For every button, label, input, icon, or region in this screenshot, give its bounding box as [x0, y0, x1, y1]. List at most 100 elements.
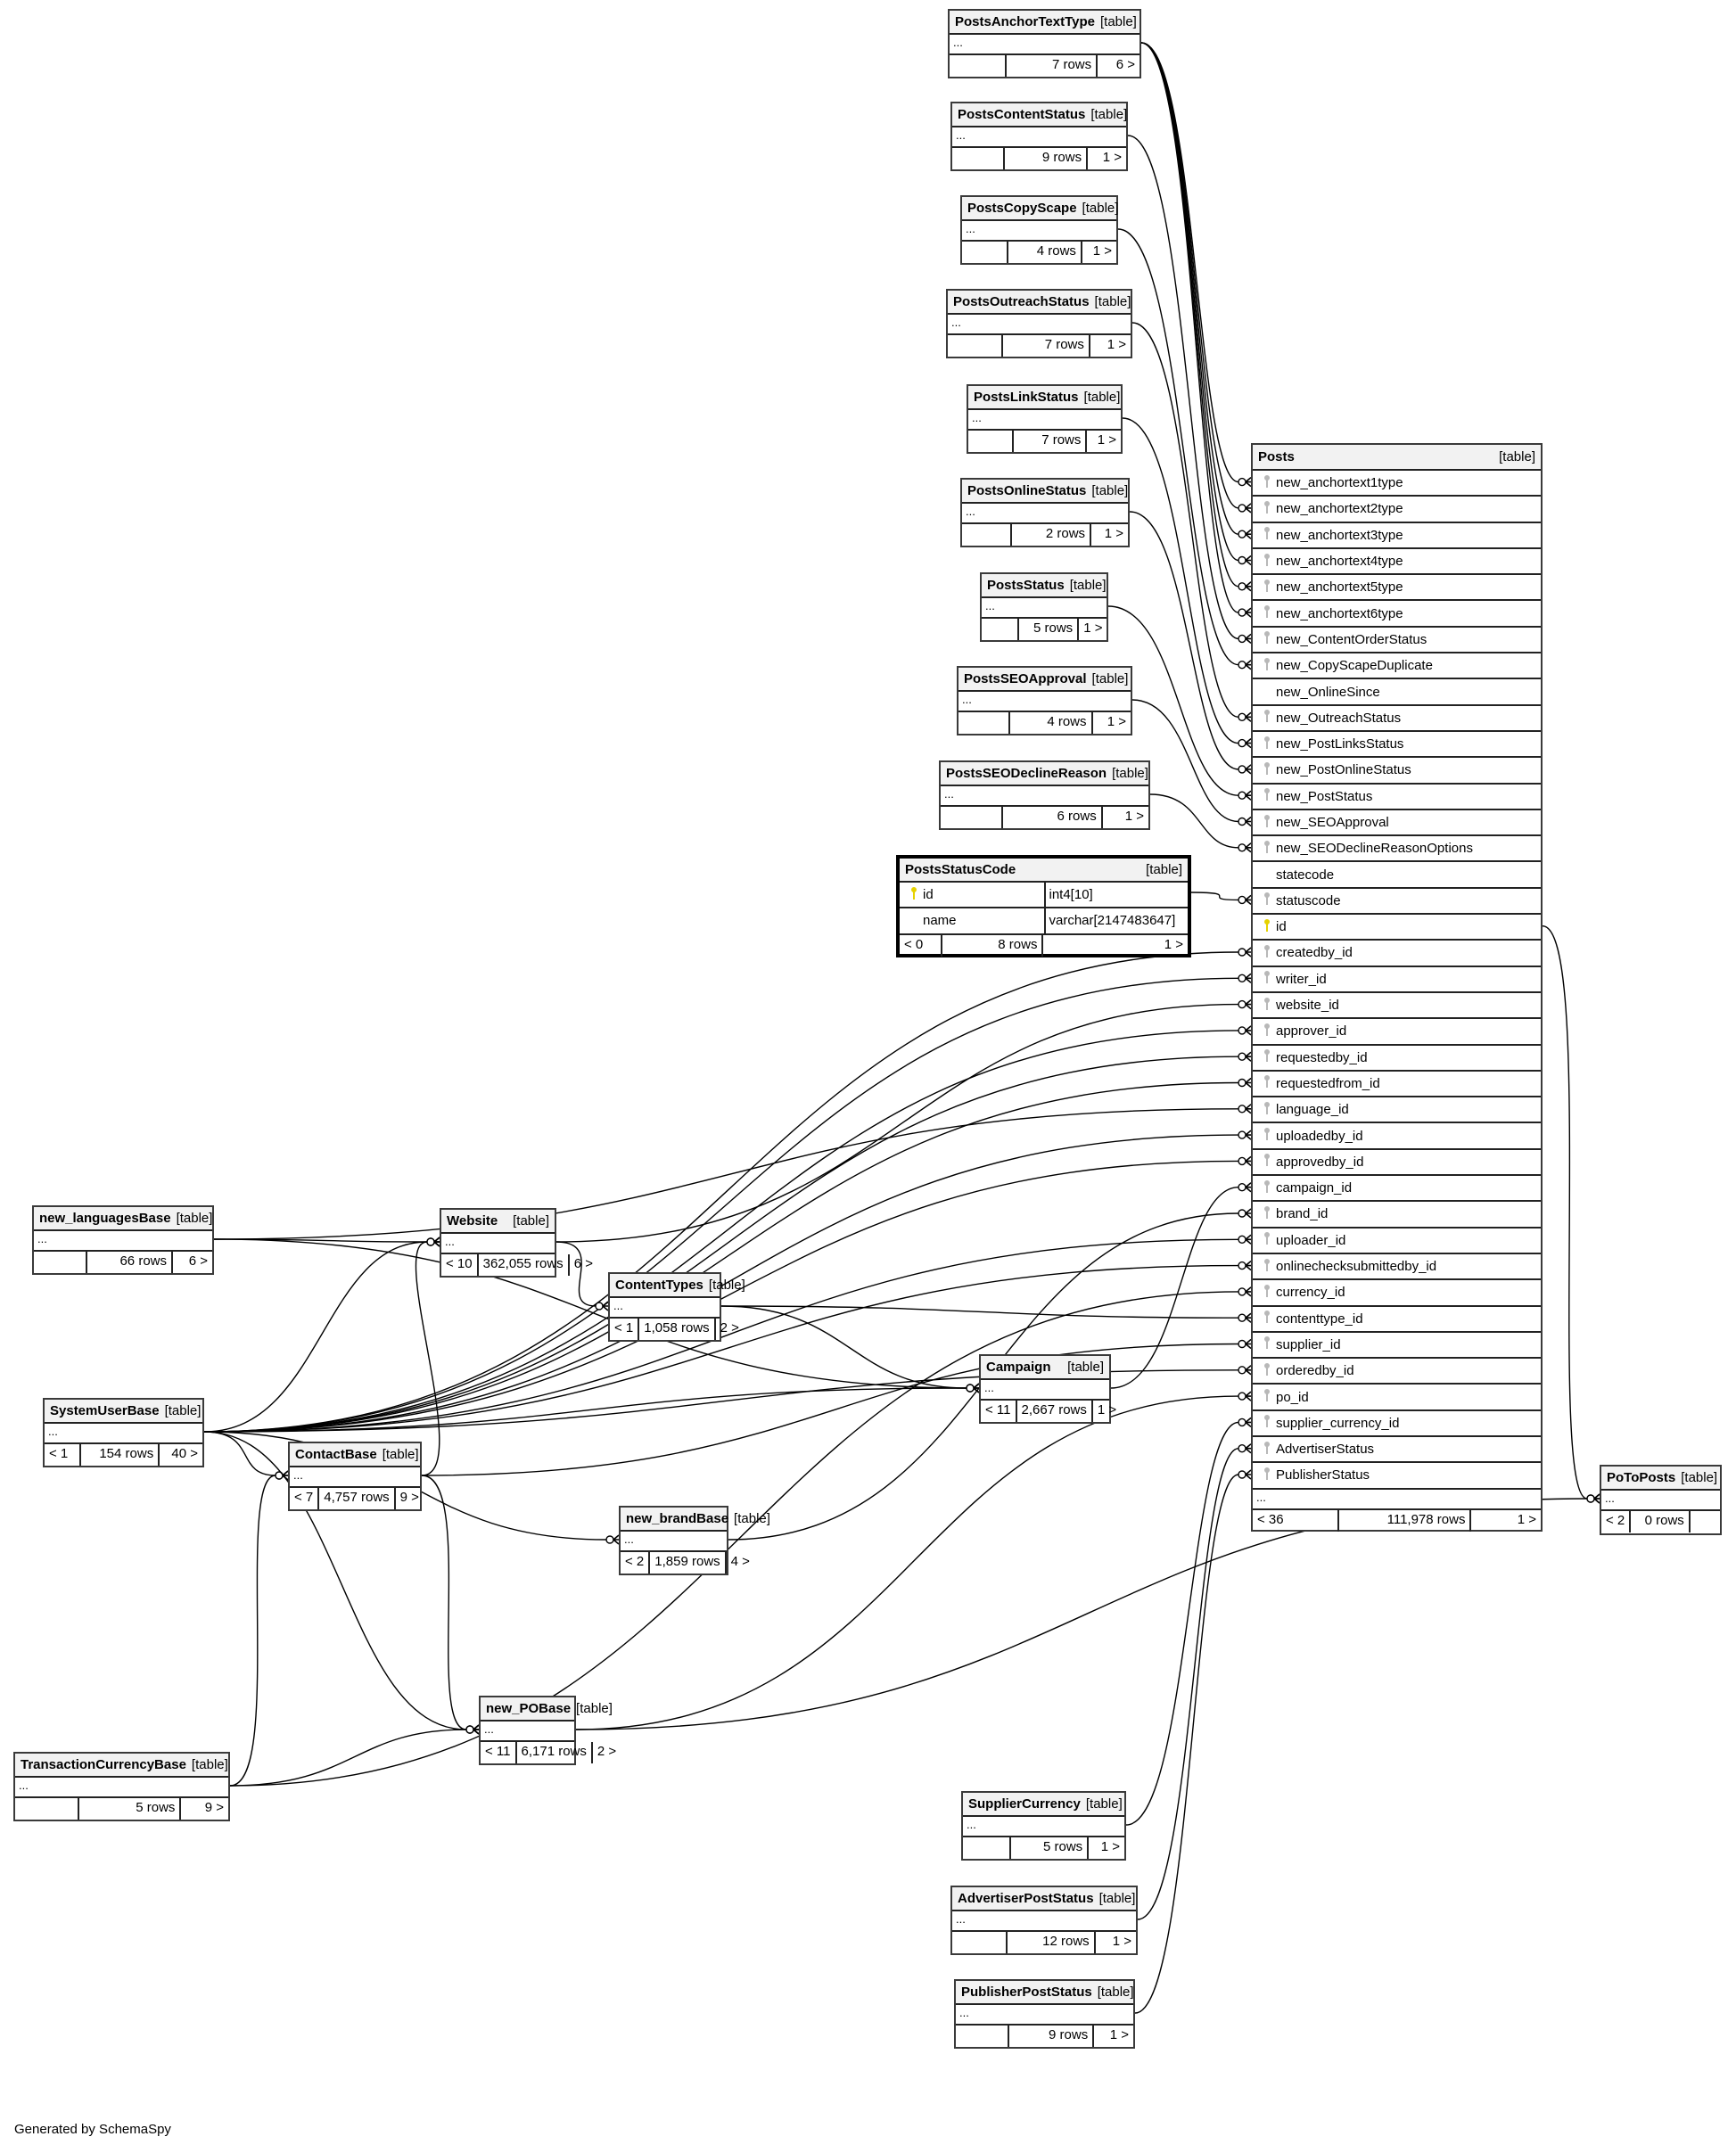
column-row[interactable]: new_PostStatus: [1253, 785, 1541, 810]
column-row[interactable]: language_id: [1253, 1097, 1541, 1124]
more-columns[interactable]: ...: [610, 1298, 720, 1319]
children-count[interactable]: 1 >: [1164, 936, 1183, 952]
parents-count[interactable]: [956, 2026, 1009, 2047]
children-count[interactable]: 1 >: [1102, 150, 1122, 165]
column-row[interactable]: contenttype_id: [1253, 1307, 1541, 1333]
parents-count[interactable]: [959, 712, 1010, 734]
children-count[interactable]: 1 >: [1112, 1934, 1131, 1949]
column-row[interactable]: new_PostLinksStatus: [1253, 732, 1541, 759]
parents-count[interactable]: < 0: [900, 934, 943, 957]
column-row[interactable]: AdvertiserStatus: [1253, 1437, 1541, 1464]
children-count[interactable]: 40 >: [171, 1446, 198, 1461]
column-row[interactable]: new_SEODeclineReasonOptions: [1253, 836, 1541, 863]
column-row[interactable]: currency_id: [1253, 1280, 1541, 1307]
more-columns[interactable]: ...: [982, 598, 1107, 619]
column-row[interactable]: statecode: [1253, 862, 1541, 889]
children-count[interactable]: 6 >: [188, 1253, 208, 1269]
children-count[interactable]: 9 >: [399, 1490, 419, 1505]
column-row[interactable]: requestedfrom_id: [1253, 1072, 1541, 1098]
parents-count[interactable]: [962, 242, 1008, 263]
column-row[interactable]: campaign_id: [1253, 1176, 1541, 1203]
children-count[interactable]: 1 >: [1092, 243, 1112, 259]
column-row[interactable]: supplier_currency_id: [1253, 1411, 1541, 1437]
children-count[interactable]: 1 >: [1124, 809, 1144, 824]
column-row[interactable]: new_SEOApproval: [1253, 810, 1541, 837]
more-columns[interactable]: ...: [950, 35, 1140, 55]
column-row[interactable]: new_anchortext3type: [1253, 523, 1541, 549]
column-row[interactable]: approver_id: [1253, 1019, 1541, 1046]
column-row[interactable]: requestedby_id: [1253, 1046, 1541, 1072]
more-columns[interactable]: ...: [963, 1817, 1124, 1837]
more-columns[interactable]: ...: [15, 1778, 228, 1798]
more-columns[interactable]: ...: [952, 1911, 1136, 1932]
more-columns[interactable]: ...: [956, 2005, 1133, 2026]
column-row[interactable]: uploadedby_id: [1253, 1123, 1541, 1150]
column-row[interactable]: new_anchortext2type: [1253, 497, 1541, 523]
more-columns[interactable]: ...: [962, 504, 1128, 524]
more-columns[interactable]: ...: [621, 1532, 727, 1552]
children-count[interactable]: 2 >: [720, 1320, 739, 1335]
column-row[interactable]: new_CopyScapeDuplicate: [1253, 653, 1541, 680]
column-row[interactable]: orderedby_id: [1253, 1359, 1541, 1385]
column-row[interactable]: new_OnlineSince: [1253, 679, 1541, 706]
parents-count[interactable]: [950, 55, 1007, 77]
more-columns[interactable]: ...: [34, 1231, 212, 1252]
parents-count[interactable]: [962, 524, 1012, 546]
column-row[interactable]: new_anchortext6type: [1253, 601, 1541, 628]
children-count[interactable]: 1 >: [1083, 620, 1103, 636]
more-columns[interactable]: ...: [441, 1234, 555, 1254]
more-columns[interactable]: ...: [962, 221, 1116, 242]
column-row[interactable]: new_anchortext4type: [1253, 549, 1541, 576]
parents-count[interactable]: < 2: [1601, 1511, 1632, 1533]
children-count[interactable]: 4 >: [730, 1554, 750, 1569]
parents-count[interactable]: < 1: [45, 1444, 81, 1466]
parents-count[interactable]: < 36: [1253, 1509, 1339, 1532]
children-count[interactable]: [1691, 1511, 1720, 1533]
more-columns[interactable]: ...: [1253, 1490, 1541, 1510]
children-count[interactable]: 1 >: [1104, 526, 1123, 541]
column-row[interactable]: supplier_id: [1253, 1333, 1541, 1360]
parents-count[interactable]: [963, 1837, 1012, 1859]
column-row[interactable]: PublisherStatus: [1253, 1463, 1541, 1490]
column-row[interactable]: new_OutreachStatus: [1253, 706, 1541, 732]
more-columns[interactable]: ...: [481, 1722, 574, 1742]
parents-count[interactable]: [952, 1932, 1008, 1953]
children-count[interactable]: 1 >: [1517, 1511, 1536, 1527]
more-columns[interactable]: ...: [290, 1467, 420, 1488]
column-row[interactable]: createdby_id: [1253, 941, 1541, 967]
column-row[interactable]: new_PostOnlineStatus: [1253, 758, 1541, 785]
column-row[interactable]: brand_id: [1253, 1202, 1541, 1229]
children-count[interactable]: 2 >: [596, 1744, 617, 1759]
column-row[interactable]: new_anchortext5type: [1253, 575, 1541, 602]
column-row[interactable]: uploader_id: [1253, 1229, 1541, 1254]
column-row[interactable]: new_anchortext1type: [1253, 471, 1541, 497]
children-count[interactable]: 6 >: [1115, 57, 1135, 72]
column-row[interactable]: name varchar[2147483647]: [900, 908, 1188, 935]
column-row[interactable]: id int4[10]: [900, 883, 1188, 909]
parents-count[interactable]: [982, 619, 1019, 640]
children-count[interactable]: 9 >: [204, 1800, 224, 1815]
parents-count[interactable]: [941, 807, 1003, 828]
children-count[interactable]: 1 >: [1097, 1402, 1117, 1418]
children-count[interactable]: 1 >: [1097, 432, 1116, 448]
more-columns[interactable]: ...: [941, 786, 1148, 807]
more-columns[interactable]: ...: [959, 692, 1131, 712]
more-columns[interactable]: ...: [952, 127, 1126, 148]
children-count[interactable]: 1 >: [1100, 1839, 1120, 1854]
more-columns[interactable]: ...: [948, 315, 1131, 335]
parents-count[interactable]: [948, 335, 1003, 357]
